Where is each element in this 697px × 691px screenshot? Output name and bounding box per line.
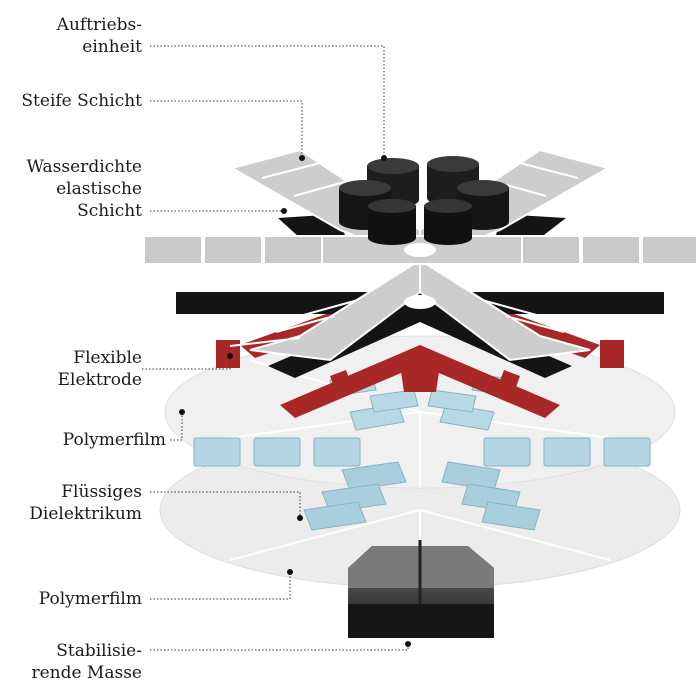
label-buoyancy-line1: Auftriebs-: [56, 15, 142, 35]
leader-film2: [150, 572, 291, 600]
leader-dielectric: [150, 491, 301, 518]
label-waterproof-line1: Wasserdichte: [26, 157, 142, 177]
label-stabilizing-mass: Stabilisie- rende Masse: [0, 640, 142, 684]
label-buoyancy-line2: einheit: [82, 37, 142, 57]
label-rigid-layer: Steife Schicht: [0, 90, 142, 112]
label-polymer-film-lower: Polymerfilm: [0, 588, 142, 610]
label-rigid-line1: Steife Schicht: [21, 91, 142, 111]
label-dielectric-line1: Flüssiges: [61, 482, 142, 502]
rigid-layer-band: [143, 235, 697, 265]
cylinder-front-right: [424, 199, 472, 245]
leader-buoyancy: [150, 45, 385, 158]
label-dielectric-line2: Dielektrikum: [29, 504, 142, 524]
cylinder-front-left: [368, 199, 416, 245]
dielectric-pads-mid: [193, 437, 651, 467]
label-mass-line1: Stabilisie-: [56, 641, 142, 661]
leader-electrode: [142, 356, 231, 370]
label-liquid-dielectric: Flüssiges Dielektrikum: [0, 481, 142, 525]
leader-lines: [142, 45, 409, 651]
leader-mass: [150, 644, 409, 651]
label-electrode-line2: Elektrode: [57, 370, 142, 390]
label-polymer-film-upper: Polymerfilm: [16, 429, 166, 451]
buoyancy-units: [339, 156, 509, 245]
leader-rigid: [150, 100, 303, 158]
center-holes: [404, 243, 436, 309]
label-waterproof-layer: Wasserdichte elastische Schicht: [0, 156, 142, 222]
leader-film1: [170, 412, 183, 441]
label-flexible-electrode: Flexible Elektrode: [0, 347, 142, 391]
leader-dots: [179, 155, 411, 647]
dielectric-pads-lower: [303, 461, 541, 531]
label-mass-line2: rende Masse: [31, 663, 142, 683]
label-film1-line1: Polymerfilm: [62, 430, 166, 450]
label-waterproof-line2: elastische: [56, 179, 142, 199]
label-waterproof-line3: Schicht: [77, 201, 142, 221]
label-electrode-line1: Flexible: [73, 348, 142, 368]
label-film2-line1: Polymerfilm: [38, 589, 142, 609]
label-buoyancy-unit: Auftriebs- einheit: [0, 14, 142, 58]
stabilizing-mass: [348, 540, 494, 638]
